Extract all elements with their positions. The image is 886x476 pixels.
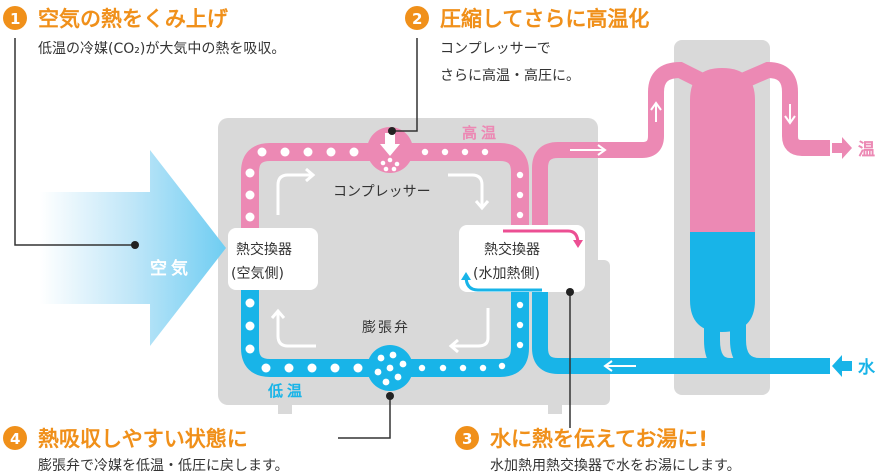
loop-dot (245, 298, 255, 308)
high-temp-label: 高温 (462, 124, 500, 142)
loop-dot (516, 211, 524, 219)
loop-dot (303, 147, 313, 157)
expansion-valve-label: 膨張弁 (362, 319, 410, 336)
loop-dot (441, 148, 449, 156)
loop-dot (330, 363, 340, 373)
loop-dot (245, 212, 255, 222)
water-flow-arrows (570, 101, 796, 372)
svg-text:(水加熱側): (水加熱側) (473, 266, 540, 282)
svg-text:さらに高温・高圧に。: さらに高温・高圧に。 (440, 67, 580, 84)
compressor (367, 127, 413, 173)
water-circuit (532, 61, 830, 374)
loop-dot (284, 363, 294, 373)
svg-text:低温の冷媒(CO₂)が大気中の熱を吸収。: 低温の冷媒(CO₂)が大気中の熱を吸収。 (38, 41, 285, 57)
air-label: 空気 (150, 258, 192, 279)
loop-dot (261, 363, 271, 373)
loop-dot (349, 147, 359, 157)
svg-text:2: 2 (412, 10, 422, 28)
hx-water-side: 熱交換器 (水加熱側) (459, 225, 585, 292)
loop-dot (280, 147, 290, 157)
step-3: 3 水に熱を伝えてお湯に! 水加熱用熱交換器で水をお湯にします。 (455, 426, 741, 474)
expansion-valve (367, 345, 413, 391)
loop-dot (481, 148, 489, 156)
svg-text:(空気側): (空気側) (231, 266, 284, 282)
hot-water-out-arrow (832, 137, 852, 159)
loop-dot (257, 147, 267, 157)
loop-dots (245, 147, 524, 373)
loop-dot (326, 147, 336, 157)
loop-dot (459, 364, 467, 372)
loop-dot (516, 341, 524, 349)
svg-text:熱交換器: 熱交換器 (236, 241, 292, 258)
loop-dot (307, 363, 317, 373)
loop-dot (439, 364, 447, 372)
loop-dot (516, 301, 524, 309)
loop-dot (498, 362, 506, 370)
low-temp-label: 低温 (267, 382, 306, 400)
leader-dots (131, 127, 574, 400)
step-4: 4 熱吸収しやすい状態に 膨張弁で冷媒を低温・低圧に戻します。 (3, 426, 289, 474)
svg-text:水に熱を伝えてお湯に!: 水に熱を伝えてお湯に! (490, 427, 708, 451)
loop-dot (516, 191, 524, 199)
svg-text:熱吸収しやすい状態に: 熱吸収しやすい状態に (38, 427, 248, 451)
flow-arrows (270, 167, 490, 354)
leader-lines (14, 38, 571, 439)
loop-dot (418, 364, 426, 372)
svg-text:コンプレッサーで: コンプレッサーで (440, 41, 551, 57)
water-label: 水 (858, 357, 876, 378)
svg-text:空気の熱をくみ上げ: 空気の熱をくみ上げ (38, 7, 229, 31)
loop-dot (516, 171, 524, 179)
compressor-label: コンプレッサー (333, 184, 431, 200)
loop-dot (245, 190, 255, 200)
svg-text:4: 4 (10, 430, 20, 448)
loop-dot (479, 364, 487, 372)
loop-dot (461, 148, 469, 156)
svg-text:熱交換器: 熱交換器 (484, 241, 540, 258)
loop-dot (516, 321, 524, 329)
loop-dot (245, 321, 255, 331)
svg-text:1: 1 (10, 10, 20, 28)
loop-dot (421, 148, 429, 156)
svg-text:膨張弁で冷媒を低温・低圧に戻します。: 膨張弁で冷媒を低温・低圧に戻します。 (38, 457, 289, 474)
hot-water-label: 温 (858, 140, 875, 160)
loop-dot (245, 344, 255, 354)
svg-text:圧縮してさらに高温化: 圧縮してさらに高温化 (440, 7, 649, 31)
svg-text:水加熱用熱交換器で水をお湯にします。: 水加熱用熱交換器で水をお湯にします。 (490, 457, 741, 474)
hot-water-tank (690, 68, 755, 332)
water-in-arrow (832, 355, 852, 377)
hx-air-side: 熱交換器 (空気側) (228, 228, 318, 290)
step-1: 1 空気の熱をくみ上げ 低温の冷媒(CO₂)が大気中の熱を吸収。 (3, 6, 285, 57)
loop-dot (353, 363, 363, 373)
svg-text:3: 3 (462, 430, 472, 448)
loop-dot (245, 168, 255, 178)
step-2: 2 圧縮してさらに高温化 コンプレッサーで さらに高温・高圧に。 (405, 6, 649, 84)
